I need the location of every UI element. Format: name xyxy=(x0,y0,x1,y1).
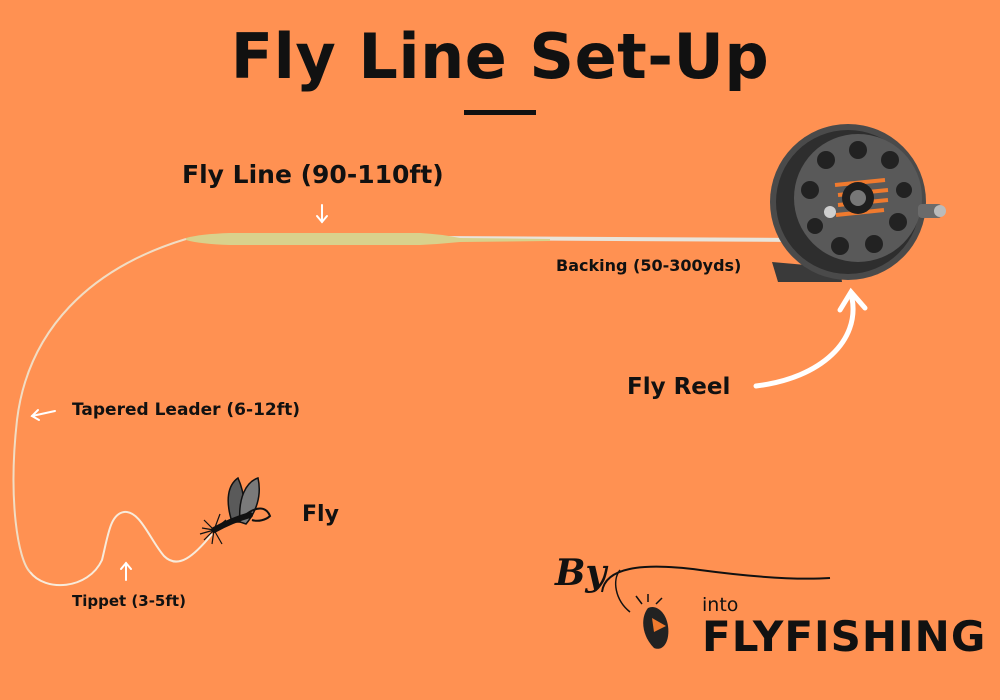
fly-reel-icon xyxy=(770,124,946,282)
fly-line-arrow xyxy=(316,204,328,224)
fly-label: Fly xyxy=(302,502,339,527)
tapered-leader-line xyxy=(12,238,187,573)
brand-into-text: into xyxy=(702,594,739,616)
fly-reel-arrow xyxy=(753,287,868,389)
backing-label: Backing (50-300yds) xyxy=(556,256,742,275)
brand-logo-text: FLYFISHING xyxy=(702,612,987,661)
tippet-label: Tippet (3-5ft) xyxy=(72,592,186,610)
brand-logo-graphic xyxy=(601,565,831,649)
backing-line xyxy=(439,236,801,242)
fly-line xyxy=(186,233,550,245)
fly-line-label: Fly Line (90-110ft) xyxy=(182,160,444,189)
fly-reel-label: Fly Reel xyxy=(627,374,731,400)
tippet-arrow xyxy=(120,561,132,581)
tippet-line xyxy=(29,510,213,587)
title-underline xyxy=(464,110,536,115)
brand-by-text: By xyxy=(555,552,607,594)
fly-icon xyxy=(199,476,272,545)
tapered-leader-arrow xyxy=(30,409,56,421)
page-title: Fly Line Set-Up xyxy=(230,20,770,93)
tapered-leader-label: Tapered Leader (6-12ft) xyxy=(72,400,301,420)
